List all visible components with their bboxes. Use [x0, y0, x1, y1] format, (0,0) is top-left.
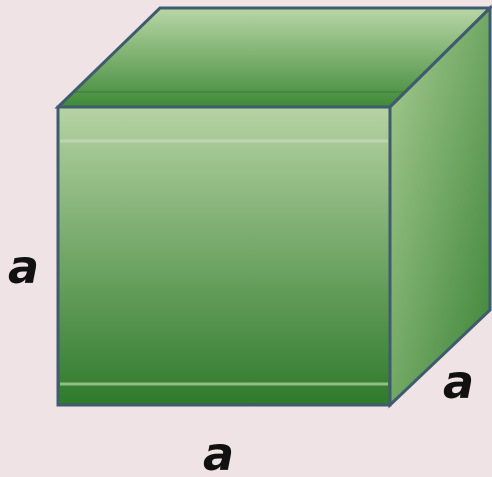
depth-label: a [443, 355, 474, 409]
width-label: a [203, 427, 234, 477]
cube-front-face [56, 105, 392, 407]
height-label: a [8, 240, 39, 294]
